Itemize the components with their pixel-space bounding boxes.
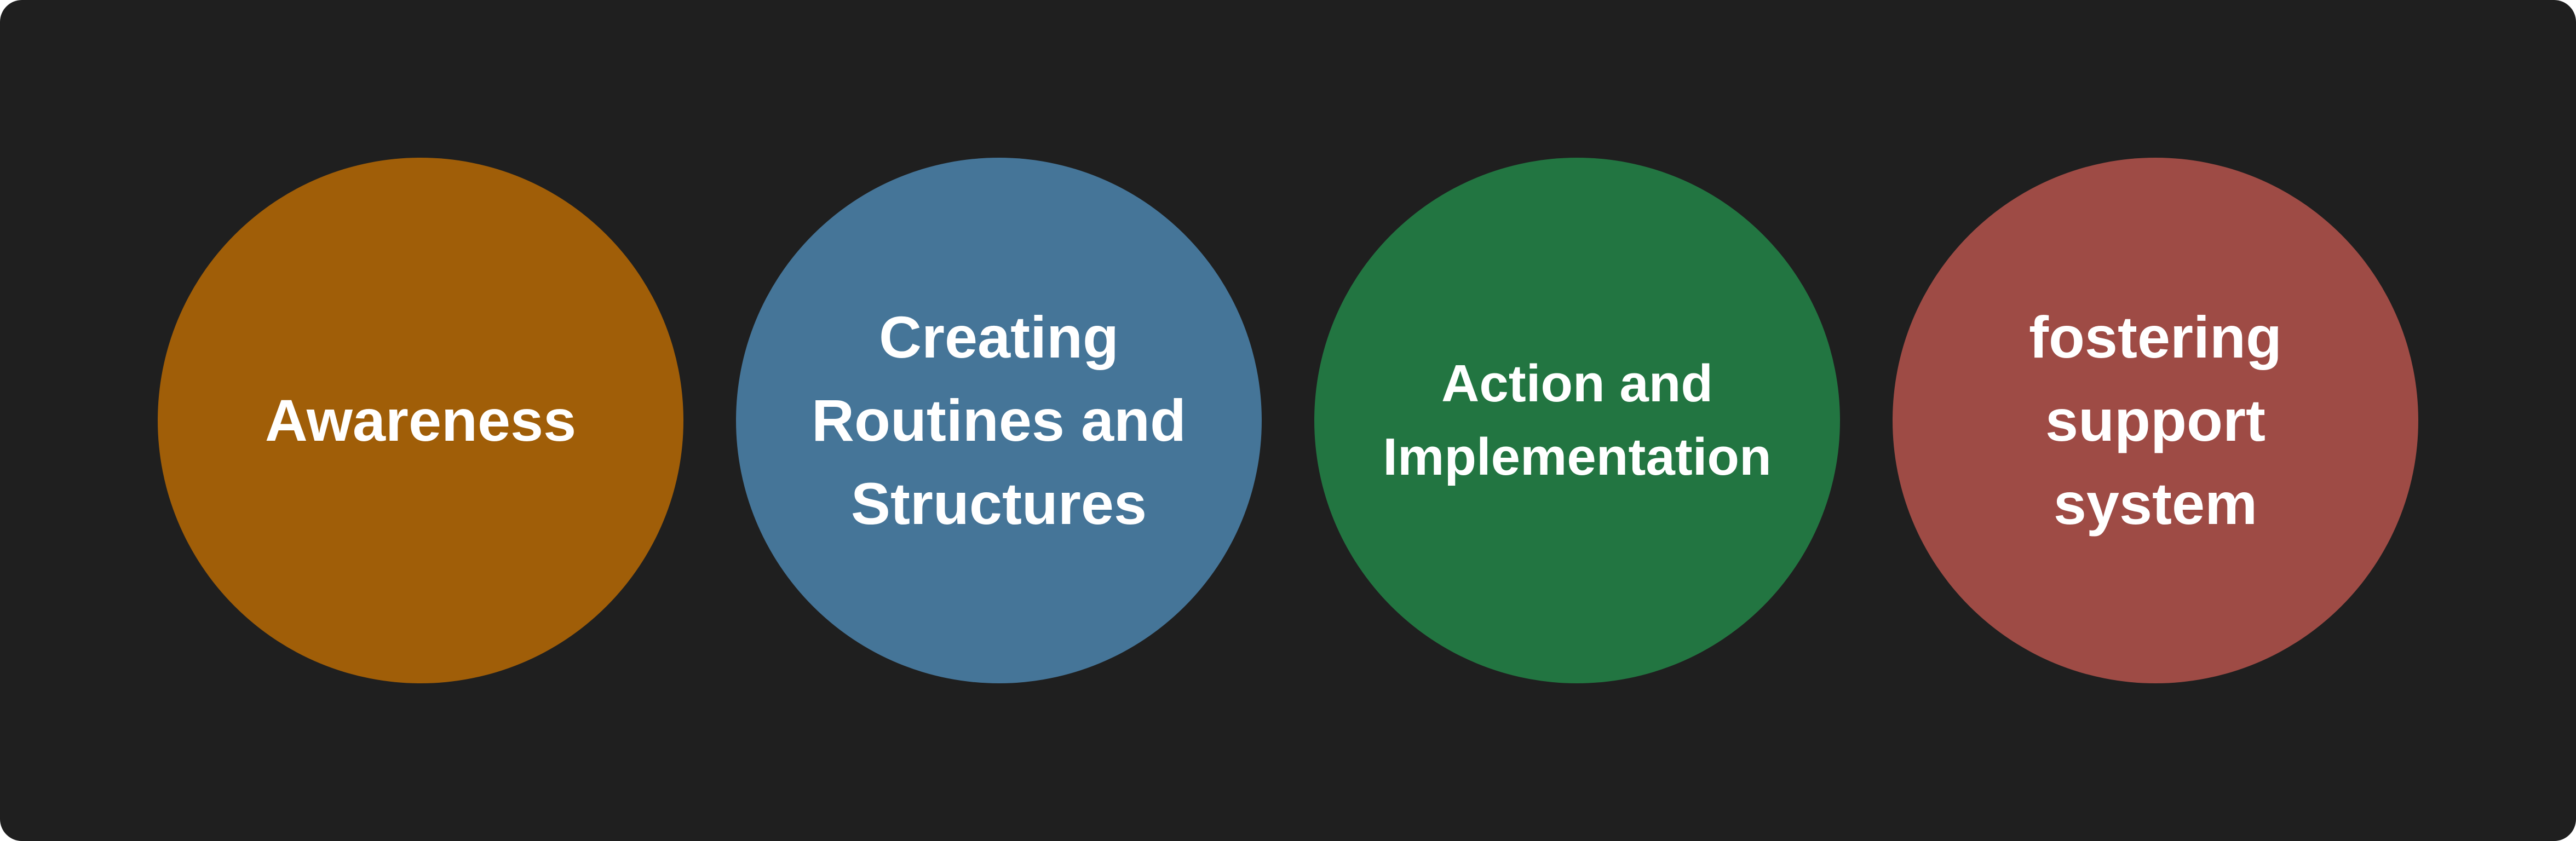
step-label-support: fostering support system (2028, 304, 2282, 537)
step-circle-awareness: Awareness (158, 158, 683, 683)
step-circle-routines: Creating Routines and Structures (736, 158, 1262, 683)
step-label-action: Action and Implementation (1383, 354, 1772, 486)
step-label-routines: Creating Routines and Structures (811, 304, 1187, 537)
step-circle-support: fostering support system (1893, 158, 2418, 683)
step-circle-action: Action and Implementation (1314, 158, 1840, 683)
step-label-awareness: Awareness (264, 387, 577, 453)
